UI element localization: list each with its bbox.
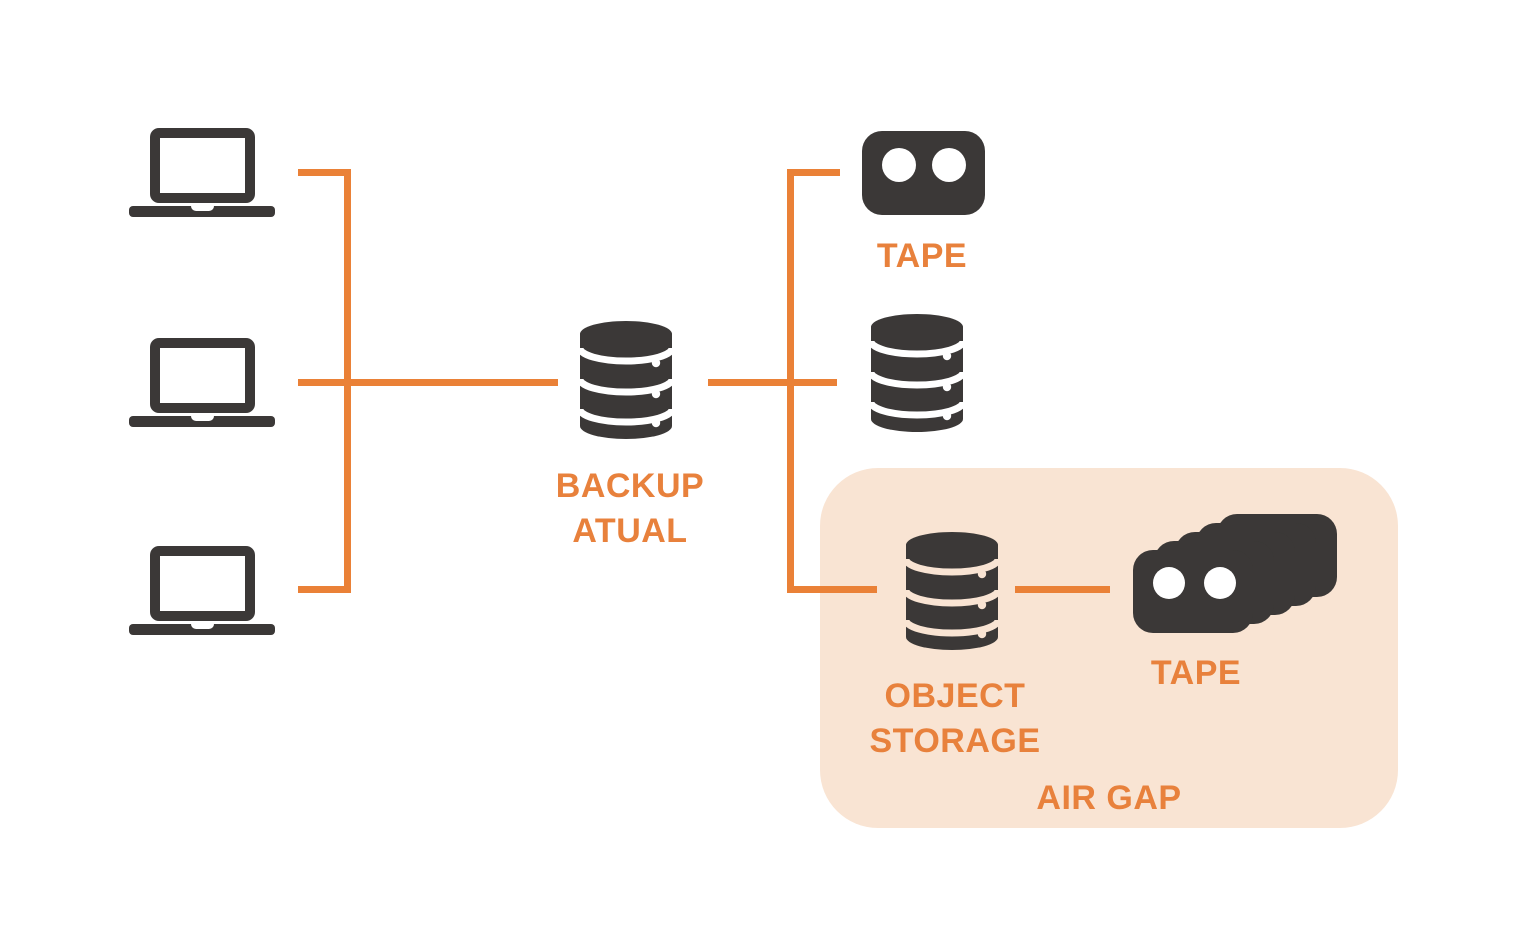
database-icon	[871, 314, 963, 432]
airgap-label-text: AIR GAP	[1036, 779, 1182, 817]
laptop-screen	[150, 546, 255, 621]
laptop-icon	[129, 128, 275, 217]
connector-backup-disk	[708, 379, 837, 386]
laptop-icon	[129, 546, 275, 635]
laptop-screen	[150, 338, 255, 413]
laptop-icon	[129, 338, 275, 427]
object-storage-label-line1: OBJECT	[884, 677, 1026, 715]
laptop-base	[129, 206, 275, 217]
connector-trunk-objectstorage	[790, 586, 877, 593]
airgap-label: AIR GAP	[1036, 776, 1181, 821]
tape-primary-label-text: TAPE	[876, 237, 968, 275]
tape-cartridge-icon	[1133, 550, 1253, 633]
tape-stack-icon	[1133, 514, 1337, 633]
laptop-notch	[191, 624, 214, 629]
tape-airgap-label: TAPE	[1151, 651, 1241, 696]
laptop-notch	[191, 416, 214, 421]
object-storage-label: OBJECT STORAGE	[869, 674, 1040, 764]
connector-clients-backup	[298, 379, 558, 386]
database-icon	[580, 321, 672, 439]
laptop-base	[129, 624, 275, 635]
object-storage-label-line2: STORAGE	[869, 722, 1041, 760]
connector-right-trunk-vertical	[787, 169, 794, 593]
tape-primary-label: TAPE	[877, 234, 967, 279]
connector-objectstorage-tape	[1015, 586, 1110, 593]
tape-reel-icon	[1204, 567, 1236, 599]
tape-airgap-label-text: TAPE	[1150, 654, 1242, 692]
tape-reel-icon	[1153, 567, 1185, 599]
tape-reel-icon	[882, 148, 916, 182]
connector-trunk-tape	[790, 169, 840, 176]
backup-label: BACKUP ATUAL	[556, 464, 704, 554]
laptop-notch	[191, 206, 214, 211]
connector-client3-trunk	[298, 586, 350, 593]
tape-cartridge-icon	[862, 131, 985, 215]
laptop-screen	[150, 128, 255, 203]
laptop-base	[129, 416, 275, 427]
backup-label-line2: ATUAL	[572, 512, 688, 550]
database-icon	[906, 532, 998, 650]
tape-reel-icon	[932, 148, 966, 182]
connector-client1-trunk	[298, 169, 350, 176]
backup-label-line1: BACKUP	[555, 467, 705, 505]
